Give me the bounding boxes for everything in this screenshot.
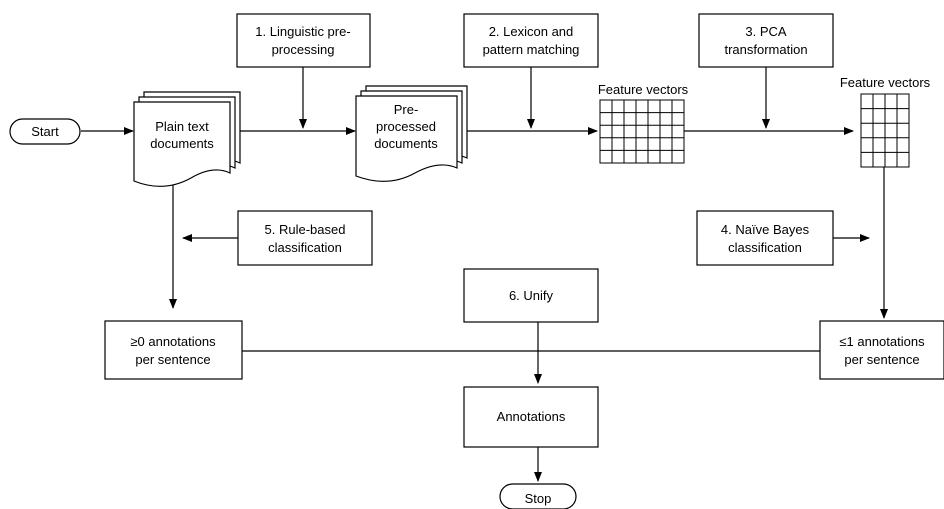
output-zero-or-more-box: ≥0 annotations per sentence [104,320,243,380]
pre-doc-line-3: documents [374,136,438,151]
step5-line-1: 5. Rule-based [265,222,346,237]
step1-box: 1. Linguistic pre- processing [236,13,371,68]
output-at-most-one-box: ≤1 annotations per sentence [819,320,944,380]
annotations-label: Annotations [497,409,566,424]
step6-box: 6. Unify [463,268,599,323]
step4-line-2: classification [728,240,802,255]
plain-text-documents: Plain text documents [133,91,241,187]
step5-box: 5. Rule-based classification [237,210,373,266]
plain-doc-line-1: Plain text [155,119,209,134]
start-terminal: Start [9,118,81,145]
step2-line-1: 2. Lexicon and [489,24,574,39]
step2-box: 2. Lexicon and pattern matching [463,13,599,68]
preprocessed-documents: Pre- processed documents [355,85,468,182]
plain-doc-front [133,101,231,187]
pre-doc-line-2: processed [376,119,436,134]
output-at-most-one-line-1: ≤1 annotations [839,334,925,349]
step3-line-2: transformation [724,42,807,57]
annotations-box: Annotations [463,386,599,448]
step4-box: 4. Naïve Bayes classification [696,210,834,266]
start-label: Start [31,124,59,139]
step1-line-1: 1. Linguistic pre- [255,24,350,39]
feature-vectors-left-label: Feature vectors [598,82,689,97]
stop-terminal: Stop [499,483,577,509]
pre-doc-line-1: Pre- [394,102,419,117]
step3-line-1: 3. PCA [745,24,787,39]
output-at-most-one-line-2: per sentence [844,352,919,367]
stop-label: Stop [525,491,552,506]
step1-line-2: processing [272,42,335,57]
step3-box: 3. PCA transformation [698,13,834,68]
output-zero-or-more-line-2: per sentence [135,352,210,367]
output-zero-or-more-line-1: ≥0 annotations [130,334,216,349]
step6-label: 6. Unify [509,288,554,303]
plain-doc-line-2: documents [150,136,214,151]
feature-vectors-right-label: Feature vectors [840,75,931,90]
feature-vectors-left-grid [599,99,685,164]
step5-line-2: classification [268,240,342,255]
step4-line-1: 4. Naïve Bayes [721,222,810,237]
feature-vectors-right-grid [860,93,910,168]
pre-doc-front [355,95,458,182]
step2-line-2: pattern matching [483,42,580,57]
